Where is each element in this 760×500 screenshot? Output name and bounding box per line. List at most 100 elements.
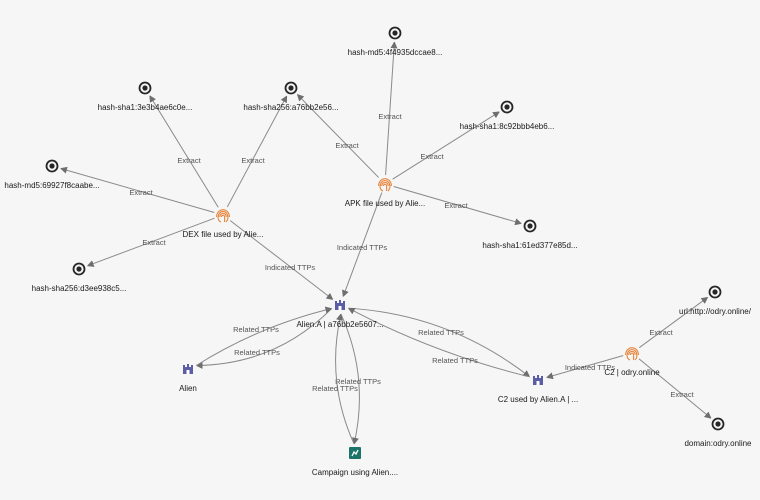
- edge-apk-to-sha256_a7[interactable]: Extract: [296, 93, 380, 178]
- edge-dex-to-md5_69[interactable]: Extract: [59, 166, 215, 214]
- edge-label: Indicated TTPs: [265, 263, 316, 272]
- node-sha1_3e[interactable]: hash-sha1:3e3b4ae6c0e...: [98, 79, 193, 112]
- target-circle-icon: [500, 100, 514, 114]
- edge-line: [335, 313, 355, 445]
- target-circle-icon: [708, 285, 722, 299]
- castle-icon-body: [533, 375, 543, 385]
- node-sha256_a7[interactable]: hash-sha256:a76bb2e56...: [243, 79, 339, 112]
- edge-line: [195, 308, 333, 369]
- node-dex[interactable]: DEX file used by Alie...: [183, 206, 264, 239]
- edge-label: Extract: [378, 112, 402, 121]
- fingerprint-icon-ridge: [625, 347, 639, 356]
- edge-line: [638, 358, 712, 419]
- fingerprint-icon-ridge: [219, 212, 227, 218]
- castle-icon-body: [183, 364, 193, 374]
- edge-line: [545, 355, 624, 380]
- campaign-icon: [349, 447, 361, 459]
- target-circle-icon-ring: [711, 417, 725, 431]
- target-circle-icon-ring: [500, 100, 514, 114]
- fingerprint-icon: [625, 347, 639, 361]
- node-apk[interactable]: APK file used by Alie...: [345, 175, 426, 208]
- castle-icon: [183, 364, 193, 374]
- castle-icon: [533, 375, 543, 385]
- node-campaign[interactable]: Campaign using Alien....: [312, 444, 398, 477]
- edge-apk-to-md5_4f[interactable]: Extract: [378, 41, 403, 176]
- edge-label: Extract: [649, 328, 673, 337]
- edge-aliena-to-c2used[interactable]: Related TTPs: [348, 307, 531, 378]
- node-sha1_8c[interactable]: hash-sha1:8c92bbb4eb6...: [460, 98, 555, 131]
- fingerprint-icon: [216, 209, 230, 223]
- fingerprint-icon-ridge: [216, 209, 230, 218]
- edge-alien-to-aliena[interactable]: Related TTPs: [196, 306, 333, 366]
- node-url_odry[interactable]: url:http://odry.online/: [679, 283, 752, 316]
- edge-line: [342, 192, 383, 298]
- target-circle-icon-ring: [284, 81, 298, 95]
- edge-label: Extract: [444, 201, 468, 210]
- edge-label: Extract: [420, 152, 444, 161]
- edge-line: [348, 307, 531, 378]
- edge-dex-to-aliena[interactable]: Indicated TTPs: [229, 220, 334, 300]
- edge-c2used-to-aliena[interactable]: Related TTPs: [347, 307, 530, 378]
- node-domain_odry[interactable]: domain:odry.online: [684, 415, 752, 448]
- edge-c2-to-url_odry[interactable]: Extract: [638, 296, 709, 349]
- target-circle-icon: [284, 81, 298, 95]
- edge-aliena-to-campaign[interactable]: Related TTPs: [335, 313, 381, 445]
- fingerprint-icon-lines: [626, 354, 638, 361]
- edge-dex-to-sha256_a7[interactable]: Extract: [226, 95, 288, 208]
- node-label: url:http://odry.online/: [679, 307, 752, 316]
- edge-apk-to-sha1_8c[interactable]: Extract: [392, 111, 500, 180]
- edge-label: Indicated TTPs: [337, 243, 388, 252]
- castle-icon-door: [536, 381, 540, 385]
- node-label: Alien: [179, 384, 197, 393]
- edge-line: [86, 217, 215, 267]
- fingerprint-icon-ridge: [628, 350, 636, 356]
- target-circle-icon-dot: [527, 223, 533, 229]
- fingerprint-icon-ridge: [629, 352, 635, 356]
- edge-line: [59, 166, 215, 214]
- fingerprint-icon-ridge: [379, 180, 391, 187]
- edge-dex-to-sha256_d3[interactable]: Extract: [86, 217, 215, 267]
- nodes-layer: hash-md5:4f4935dccae8... hash-sha1:3e3b4a…: [4, 24, 752, 477]
- edge-line: [229, 220, 334, 300]
- target-circle-icon: [523, 219, 537, 233]
- node-sha1_61[interactable]: hash-sha1:61ed377e85d...: [482, 217, 578, 250]
- edge-c2-to-c2used[interactable]: Indicated TTPs: [545, 355, 624, 380]
- fingerprint-icon-ridge: [382, 183, 388, 187]
- edge-line: [347, 307, 530, 378]
- edge-dex-to-sha1_3e[interactable]: Extract: [149, 95, 219, 208]
- target-circle-icon-ring: [523, 219, 537, 233]
- node-sha256_d3[interactable]: hash-sha256:d3ee938c5...: [32, 260, 127, 293]
- castle-icon-door: [186, 370, 190, 374]
- node-label: hash-sha256:a76bb2e56...: [243, 103, 338, 112]
- node-c2used[interactable]: C2 used by Alien.A | ...: [498, 371, 578, 404]
- edge-aliena-to-alien[interactable]: Related TTPs: [195, 308, 333, 369]
- castle-icon: [335, 300, 345, 310]
- fingerprint-icon-ridge: [378, 178, 392, 187]
- edge-apk-to-sha1_61[interactable]: Extract: [393, 186, 523, 226]
- node-alien[interactable]: Alien: [179, 360, 197, 393]
- node-label: Campaign using Alien....: [312, 468, 398, 477]
- edge-line: [149, 95, 219, 208]
- edge-campaign-to-aliena[interactable]: Related TTPs: [312, 313, 358, 445]
- edge-label: Extract: [129, 188, 153, 197]
- target-circle-icon-dot: [712, 289, 718, 295]
- target-circle-icon-dot: [76, 266, 82, 272]
- edge-apk-to-aliena[interactable]: Indicated TTPs: [337, 192, 388, 298]
- edge-line: [296, 93, 380, 178]
- fingerprint-icon-lines: [217, 216, 229, 223]
- edge-label: Extract: [670, 390, 694, 399]
- edge-c2-to-domain_odry[interactable]: Extract: [638, 358, 712, 419]
- node-label: hash-sha256:d3ee938c5...: [32, 284, 127, 293]
- edge-label: Extract: [241, 156, 265, 165]
- node-c2[interactable]: C2 | odry.online: [604, 344, 660, 377]
- node-aliena[interactable]: Alien.A | a76bb2e5607...: [296, 296, 384, 329]
- target-circle-icon: [388, 26, 402, 40]
- target-circle-icon-ring: [72, 262, 86, 276]
- node-md5_4f[interactable]: hash-md5:4f4935dccae8...: [348, 24, 443, 57]
- castle-icon-door: [338, 306, 342, 310]
- fingerprint-icon-lines: [379, 185, 391, 192]
- edge-line: [340, 313, 360, 445]
- node-md5_69[interactable]: hash-md5:69927f8caabe...: [4, 157, 100, 190]
